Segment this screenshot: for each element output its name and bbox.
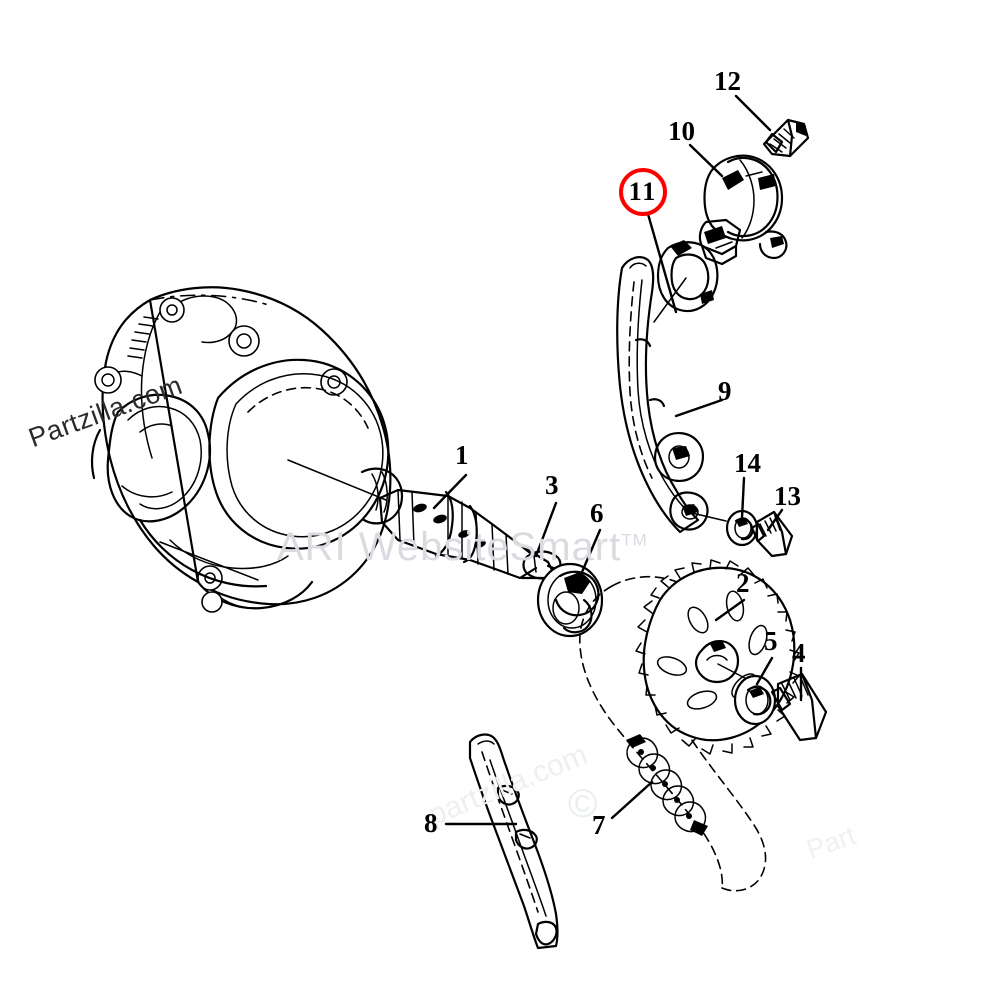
camshaft-bearing-part-6	[536, 562, 604, 638]
callout-label-13[interactable]: 13	[774, 481, 801, 511]
callout-label-12[interactable]: 12	[714, 66, 741, 96]
callout-label-1[interactable]: 1	[455, 440, 469, 470]
callout-label-2[interactable]: 2	[736, 568, 750, 598]
chain-tensioner-guide-part-9	[616, 256, 727, 534]
callout-label-9[interactable]: 9	[718, 376, 732, 406]
callout-label-14[interactable]: 14	[734, 448, 761, 478]
tensioner-gasket-part-11	[653, 240, 719, 323]
crankcase-cover-illustration	[90, 286, 404, 613]
guide-pivot-bolt-part-13	[750, 510, 794, 558]
cam-sprocket-part-2	[635, 559, 800, 755]
callout-label-3[interactable]: 3	[545, 470, 559, 500]
callout-label-7[interactable]: 7	[592, 810, 606, 840]
callout-label-4[interactable]: 4	[792, 638, 806, 668]
sprocket-washer-part-5	[733, 674, 777, 726]
camshaft-part-1	[378, 488, 580, 586]
chain-tensioner-assembly-part-10	[698, 154, 788, 266]
callout-label-5[interactable]: 5	[764, 626, 778, 656]
callout-label-10[interactable]: 10	[668, 116, 695, 146]
selected-part-highlight-ring[interactable]	[619, 168, 667, 216]
chain-roller-detail	[626, 734, 708, 836]
callout-label-6[interactable]: 6	[590, 498, 604, 528]
sprocket-bolt-part-4	[770, 672, 828, 742]
callout-label-11[interactable]: 11	[628, 177, 658, 206]
callout-leader-lines	[432, 94, 803, 826]
chain-guide-damper-part-8	[468, 733, 559, 950]
callout-label-8[interactable]: 8	[424, 808, 438, 838]
tensioner-bolt-part-12	[762, 118, 810, 158]
